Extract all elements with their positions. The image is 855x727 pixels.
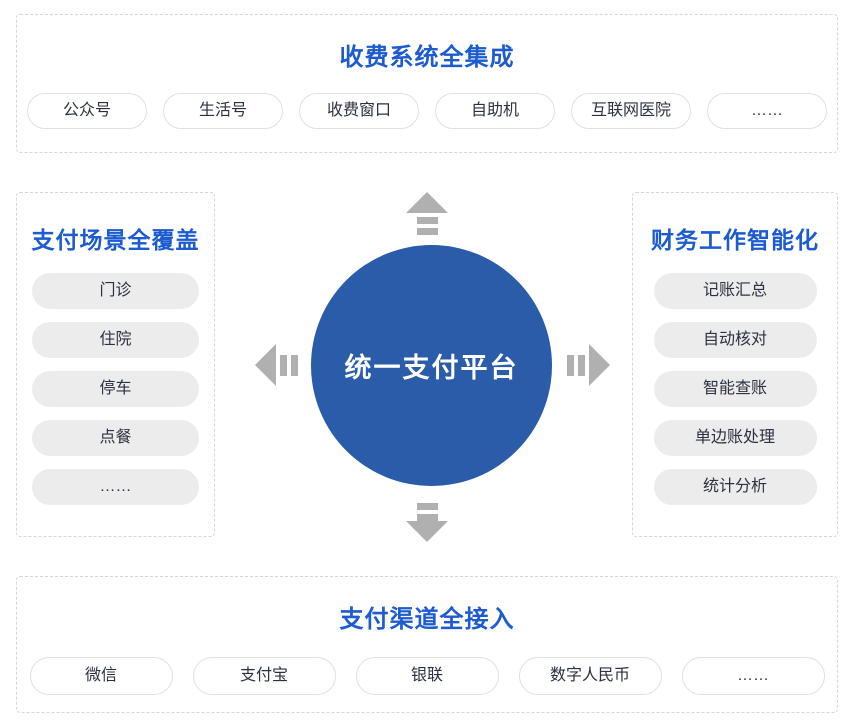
- arrow-bar: [577, 354, 585, 376]
- center-node-unified-payment-platform[interactable]: 统一支付平台: [311, 245, 552, 486]
- pill-item[interactable]: 互联网医院: [571, 93, 691, 129]
- panel-charging-systems: 收费系统全集成 公众号 生活号 收费窗口 自助机 互联网医院 ……: [16, 14, 838, 153]
- pill-item[interactable]: 点餐: [32, 420, 199, 456]
- arrow-down-bars: [416, 502, 438, 521]
- arrow-bar: [566, 354, 574, 376]
- arrow-up-bars: [416, 216, 438, 235]
- pill-item[interactable]: 停车: [32, 371, 199, 407]
- arrow-right-bars: [566, 354, 585, 376]
- pill-item[interactable]: 收费窗口: [299, 93, 419, 129]
- pill-item[interactable]: 支付宝: [192, 657, 336, 695]
- arrow-bar: [416, 216, 438, 224]
- arrow-left-head: [254, 344, 276, 386]
- pill-item[interactable]: 银联: [355, 657, 499, 695]
- pill-item-ellipsis[interactable]: ……: [681, 657, 825, 695]
- arrow-down-icon: [405, 497, 449, 543]
- pill-row-payment-channels: 微信 支付宝 银联 数字人民币 ……: [17, 657, 837, 695]
- panel-finance-intelligence: 财务工作智能化 记账汇总 自动核对 智能查账 单边账处理 统计分析: [632, 192, 838, 537]
- pill-item[interactable]: 自助机: [435, 93, 555, 129]
- panel-title-payment-channels: 支付渠道全接入: [339, 606, 515, 633]
- arrow-down-head: [406, 520, 448, 542]
- pill-item[interactable]: 记账汇总: [653, 273, 817, 309]
- pill-item[interactable]: 统计分析: [653, 469, 817, 505]
- arrow-bar: [290, 354, 298, 376]
- arrow-right-head: [588, 344, 610, 386]
- arrow-bar: [279, 354, 287, 376]
- arrow-up-icon: [405, 190, 449, 236]
- pill-item[interactable]: 门诊: [32, 273, 199, 309]
- arrow-left-bars: [279, 354, 298, 376]
- panel-title-payment-scenarios: 支付场景全覆盖: [31, 227, 200, 253]
- pill-item[interactable]: 智能查账: [653, 371, 817, 407]
- arrow-bar: [416, 502, 438, 510]
- arrow-up-head: [406, 191, 448, 213]
- pill-item[interactable]: 公众号: [27, 93, 147, 129]
- arrow-right-icon: [563, 343, 610, 387]
- pill-item[interactable]: 数字人民币: [518, 657, 662, 695]
- pill-item[interactable]: 自动核对: [653, 322, 817, 358]
- panel-title-finance-intelligence: 财务工作智能化: [651, 227, 819, 253]
- pill-item[interactable]: 住院: [32, 322, 199, 358]
- arrow-left-icon: [254, 343, 301, 387]
- pill-item[interactable]: 单边账处理: [653, 420, 817, 456]
- arrow-bar: [416, 513, 438, 521]
- pill-item[interactable]: 微信: [29, 657, 173, 695]
- pill-item-ellipsis[interactable]: ……: [32, 469, 199, 505]
- arrow-bar: [416, 227, 438, 235]
- pill-item[interactable]: 生活号: [163, 93, 283, 129]
- pill-stack-finance-intelligence: 记账汇总 自动核对 智能查账 单边账处理 统计分析: [633, 273, 837, 505]
- pill-row-charging-systems: 公众号 生活号 收费窗口 自助机 互联网医院 ……: [17, 93, 837, 129]
- pill-stack-payment-scenarios: 门诊 住院 停车 点餐 ……: [17, 273, 214, 505]
- panel-payment-channels: 支付渠道全接入 微信 支付宝 银联 数字人民币 ……: [16, 576, 838, 713]
- panel-payment-scenarios: 支付场景全覆盖 门诊 住院 停车 点餐 ……: [16, 192, 215, 537]
- center-node-label: 统一支付平台: [344, 353, 519, 383]
- pill-item-ellipsis[interactable]: ……: [707, 93, 827, 129]
- panel-title-charging-systems: 收费系统全集成: [339, 44, 515, 71]
